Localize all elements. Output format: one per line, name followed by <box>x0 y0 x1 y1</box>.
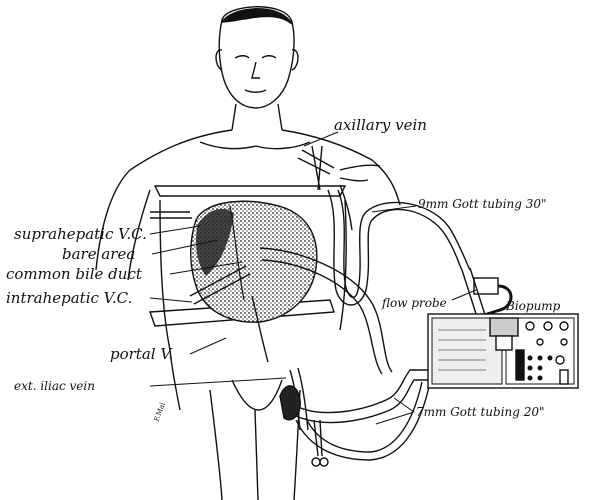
console-shading <box>438 329 486 371</box>
hanging-clamp <box>313 419 323 457</box>
tubing-7mm-loop-outer <box>295 381 431 461</box>
right-shoulder-arm <box>281 129 401 206</box>
label-ext-iliac-vein: ext. iliac vein <box>14 379 95 393</box>
incision-flap-upper <box>153 185 347 197</box>
right-ear <box>291 49 299 71</box>
tubing-7mm-inner <box>295 379 430 424</box>
knob-3 <box>559 321 569 331</box>
side-switch <box>559 369 569 385</box>
pump-inlet-tube <box>461 267 487 321</box>
leader-7mm-a <box>393 397 415 413</box>
leader-bare-area <box>151 239 219 255</box>
clamp-ring-left <box>311 457 321 467</box>
leader-intrahepatic <box>149 297 193 303</box>
leader-flow-probe <box>451 289 477 301</box>
knob-2 <box>543 321 553 331</box>
right-eye <box>261 55 277 59</box>
leader-suprahepatic <box>149 225 201 235</box>
label-portal-v: portal V. <box>110 345 174 363</box>
label-flow-probe: flow probe <box>382 296 447 310</box>
leader-portal <box>189 337 227 355</box>
label-intrahepatic-vc: intrahepatic V.C. <box>6 289 133 307</box>
indicator-7 <box>537 375 543 381</box>
tubing-7mm-outer <box>295 369 430 414</box>
indicator-5 <box>537 365 543 371</box>
clavicle-right <box>255 141 311 150</box>
clamp-ring-right <box>319 457 329 467</box>
label-bare-area: bare area <box>62 245 136 263</box>
tubing-9mm-inner <box>337 189 471 298</box>
label-common-bile-duct: common bile duct <box>6 265 142 283</box>
liver-dark-left <box>196 208 234 276</box>
label-biopump: Biopump <box>506 299 561 313</box>
portal-vein-line <box>251 295 269 363</box>
clavicle-left <box>199 141 257 150</box>
leader-7mm-b <box>375 411 415 425</box>
pump-head <box>489 317 519 337</box>
leader-9mm <box>371 205 417 213</box>
label-7mm-gott-tubing: 7mm Gott tubing 20" <box>416 405 545 419</box>
iliac-tissue <box>279 385 301 421</box>
leader-bile-duct <box>169 261 243 275</box>
display-window <box>515 349 525 381</box>
left-shoulder-arm <box>95 129 233 271</box>
tubing-7mm-loop-inner <box>305 381 423 453</box>
indicator-1 <box>527 355 533 361</box>
knob-6 <box>555 355 565 365</box>
axillary-clamp <box>311 145 323 191</box>
left-leg <box>209 389 223 500</box>
neck <box>231 103 283 131</box>
label-axillary-vein: axillary vein <box>334 116 427 134</box>
groin <box>231 379 283 411</box>
inner-thigh <box>254 409 259 500</box>
intrahepatic-cannula <box>189 265 251 305</box>
nose <box>251 61 260 79</box>
head-outline <box>218 6 295 109</box>
bypass-tubing <box>189 145 513 467</box>
portal-bypass-tube-inner <box>261 259 383 375</box>
mouth <box>244 89 267 93</box>
torso-left <box>159 199 181 411</box>
left-eye <box>234 55 250 59</box>
knob-4 <box>536 338 544 346</box>
leader-axillary <box>303 131 339 147</box>
left-arm-inner <box>127 189 151 281</box>
label-9mm-gott-tubing: 9mm Gott tubing 30" <box>418 197 547 211</box>
right-arm-inner <box>339 184 353 231</box>
knob-5 <box>560 338 568 346</box>
indicator-4 <box>527 365 533 371</box>
torso-right <box>339 199 347 331</box>
axillary-cannula <box>297 149 335 175</box>
indicator-3 <box>547 355 553 361</box>
left-ear <box>215 49 223 71</box>
knob-1 <box>525 321 535 331</box>
indicator-2 <box>537 355 543 361</box>
liver <box>190 200 318 323</box>
leader-iliac <box>149 377 287 387</box>
retractor-left <box>150 211 192 219</box>
pump-head-mount <box>495 335 513 351</box>
arm-instruments <box>339 164 381 182</box>
indicator-6 <box>527 375 533 381</box>
tubing-9mm-outer <box>327 189 463 306</box>
leader-lines <box>149 131 477 425</box>
label-suprahepatic-vc: suprahepatic V.C. <box>14 225 147 243</box>
biopump-console <box>427 313 579 389</box>
hair <box>220 8 293 25</box>
portal-bypass-tube-outer <box>259 247 393 373</box>
